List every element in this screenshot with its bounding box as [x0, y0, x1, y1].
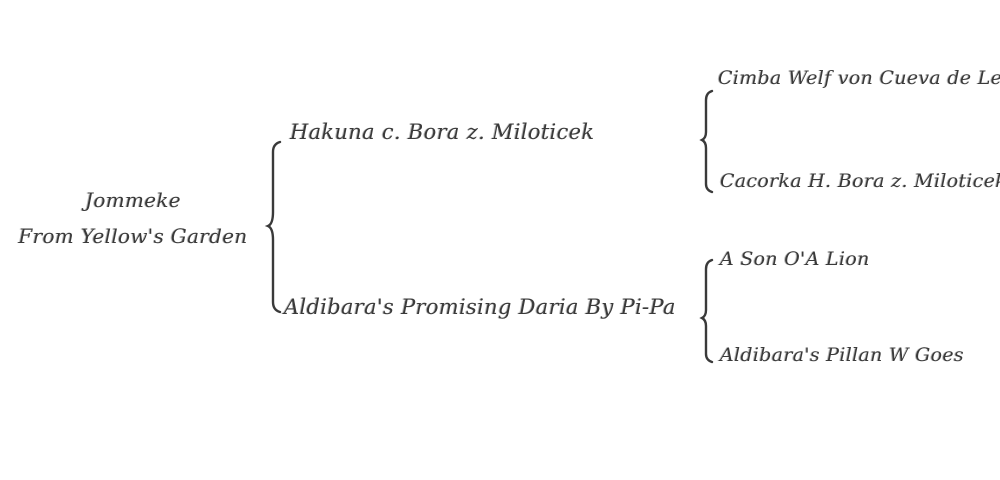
sire-dam-name: Cacorka H. Bora z. Miloticek	[720, 170, 1000, 192]
dam-dam-name: Aldibara's Pillan W Goes	[720, 344, 964, 366]
subject-name-line1: Jommeke	[85, 188, 181, 212]
subject-name-line2: From Yellow's Garden	[18, 224, 248, 248]
sire-sire-name: Cimba Welf von Cueva de Leones	[718, 67, 1000, 89]
bracket-dam	[699, 258, 714, 364]
subject-name: Jommeke From Yellow's Garden	[8, 182, 258, 254]
bracket-sire	[699, 89, 714, 194]
sire-name: Hakuna c. Bora z. Miloticek	[290, 120, 595, 144]
dam-sire-name: A Son O'A Lion	[720, 248, 870, 270]
dam-name: Aldibara's Promising Daria By Pi-Pa	[284, 295, 676, 319]
bracket-subject	[264, 140, 282, 314]
